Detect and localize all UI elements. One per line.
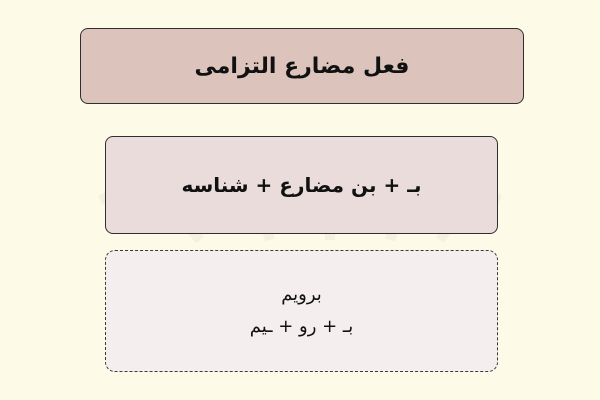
example-box: برویم بـ + رو + ـیم xyxy=(105,250,498,372)
example-word: برویم xyxy=(281,284,322,305)
formula-box: بـ + بن مضارع + شناسه xyxy=(105,136,498,234)
title-text: فعل مضارع التزامی xyxy=(194,53,410,79)
title-box: فعل مضارع التزامی xyxy=(80,28,524,104)
formula-text: بـ + بن مضارع + شناسه xyxy=(181,173,422,197)
example-breakdown: بـ + رو + ـیم xyxy=(249,316,354,337)
